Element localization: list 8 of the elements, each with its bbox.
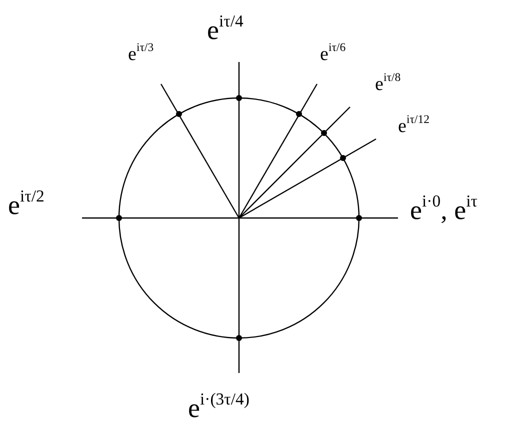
point-label: e$^{iτ/2}$ (8, 192, 44, 219)
point-label: e$^{iτ/6}$ (320, 45, 346, 64)
point-label: e$^{iτ/12}$ (398, 117, 430, 136)
point-label: e$^{i·0}$, e$^{iτ}$ (410, 197, 478, 224)
point-label: e$^{iτ/8}$ (375, 75, 401, 94)
point-label: e$^{i·(3τ/4)}$ (188, 395, 250, 422)
point-label: e$^{iτ/3}$ (128, 45, 154, 64)
point-label: e$^{iτ/4}$ (207, 17, 244, 44)
